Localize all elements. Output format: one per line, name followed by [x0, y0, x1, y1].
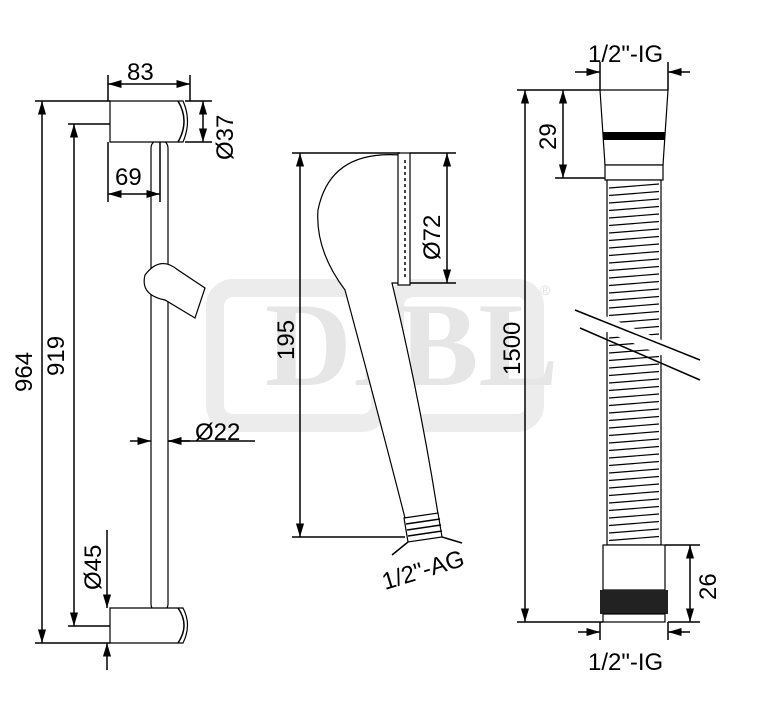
hose-coil: [608, 258, 660, 264]
dim-195: 195: [273, 320, 300, 360]
hose-coil: [608, 475, 660, 482]
hose-coil: [608, 228, 660, 234]
hose-coil: [608, 220, 660, 227]
hose-coil: [608, 423, 660, 429]
registered-mark: ®: [540, 282, 551, 298]
hose-coil: [608, 453, 660, 459]
hose-coil: [608, 520, 660, 527]
dim-d37: Ø37: [212, 115, 239, 160]
dim-d45: Ø45: [80, 545, 107, 590]
hose-coil: [608, 438, 660, 444]
dim-1500: 1500: [499, 322, 526, 375]
hose-coil: [608, 513, 660, 519]
hose-dimensions: 1/2"-IG 29 1500 26 1/2"-IG: [499, 41, 722, 676]
hose-coil: [608, 303, 660, 309]
hose-coil: [608, 385, 660, 392]
hose-coil: [608, 490, 660, 497]
hose-coil: [608, 288, 660, 294]
hose-coil: [608, 415, 660, 422]
dim-26: 26: [695, 573, 722, 600]
hose-coil: [608, 445, 660, 452]
thread-ag: 1/2"-AG: [379, 545, 468, 596]
hose-coil: [608, 250, 660, 257]
shower-rail: [109, 100, 206, 644]
handshower: [317, 152, 443, 543]
dim-919: 919: [43, 336, 70, 376]
hose-coil: [608, 370, 660, 377]
hose-coil: [608, 295, 660, 302]
hose-coil: [608, 400, 660, 407]
hose-coil: [608, 498, 660, 504]
top-thread-ig: 1/2"-IG: [588, 41, 663, 68]
dim-83: 83: [127, 59, 154, 86]
hose-coil: [608, 505, 660, 512]
dim-d72: Ø72: [419, 215, 446, 260]
dim-29: 29: [535, 123, 562, 150]
slider: [143, 263, 206, 319]
dim-69: 69: [115, 164, 142, 191]
hose-coil: [608, 183, 660, 189]
hose-coil: [608, 363, 660, 369]
hose-coil: [608, 273, 660, 279]
hose-coil: [608, 280, 660, 287]
hose-coil: [608, 460, 660, 467]
hose-coil: [608, 430, 660, 437]
bottom-thread-ig: 1/2"-IG: [588, 649, 663, 676]
hose-coil: [608, 535, 660, 542]
hose-coil: [608, 408, 660, 414]
hose-coil: [608, 213, 660, 219]
hose-coil: [608, 235, 660, 242]
hose: [574, 89, 703, 623]
hose-coil: [608, 205, 660, 212]
dim-d22: Ø22: [195, 419, 240, 446]
hose-coil: [608, 528, 660, 534]
hose-coil: [608, 243, 660, 249]
hose-coil: [608, 355, 660, 362]
hose-coil: [608, 378, 660, 384]
hose-coil: [608, 265, 660, 272]
rail-dimensions: 964 919 83 Ø37 69 Ø22 Ø45: [11, 59, 255, 670]
hose-coil: [608, 393, 660, 399]
hose-coil: [608, 198, 660, 204]
hose-coil: [608, 190, 660, 197]
hose-coil: [608, 310, 660, 317]
dim-964: 964: [11, 352, 38, 392]
hose-coil: [608, 468, 660, 474]
hose-coil: [608, 483, 660, 489]
